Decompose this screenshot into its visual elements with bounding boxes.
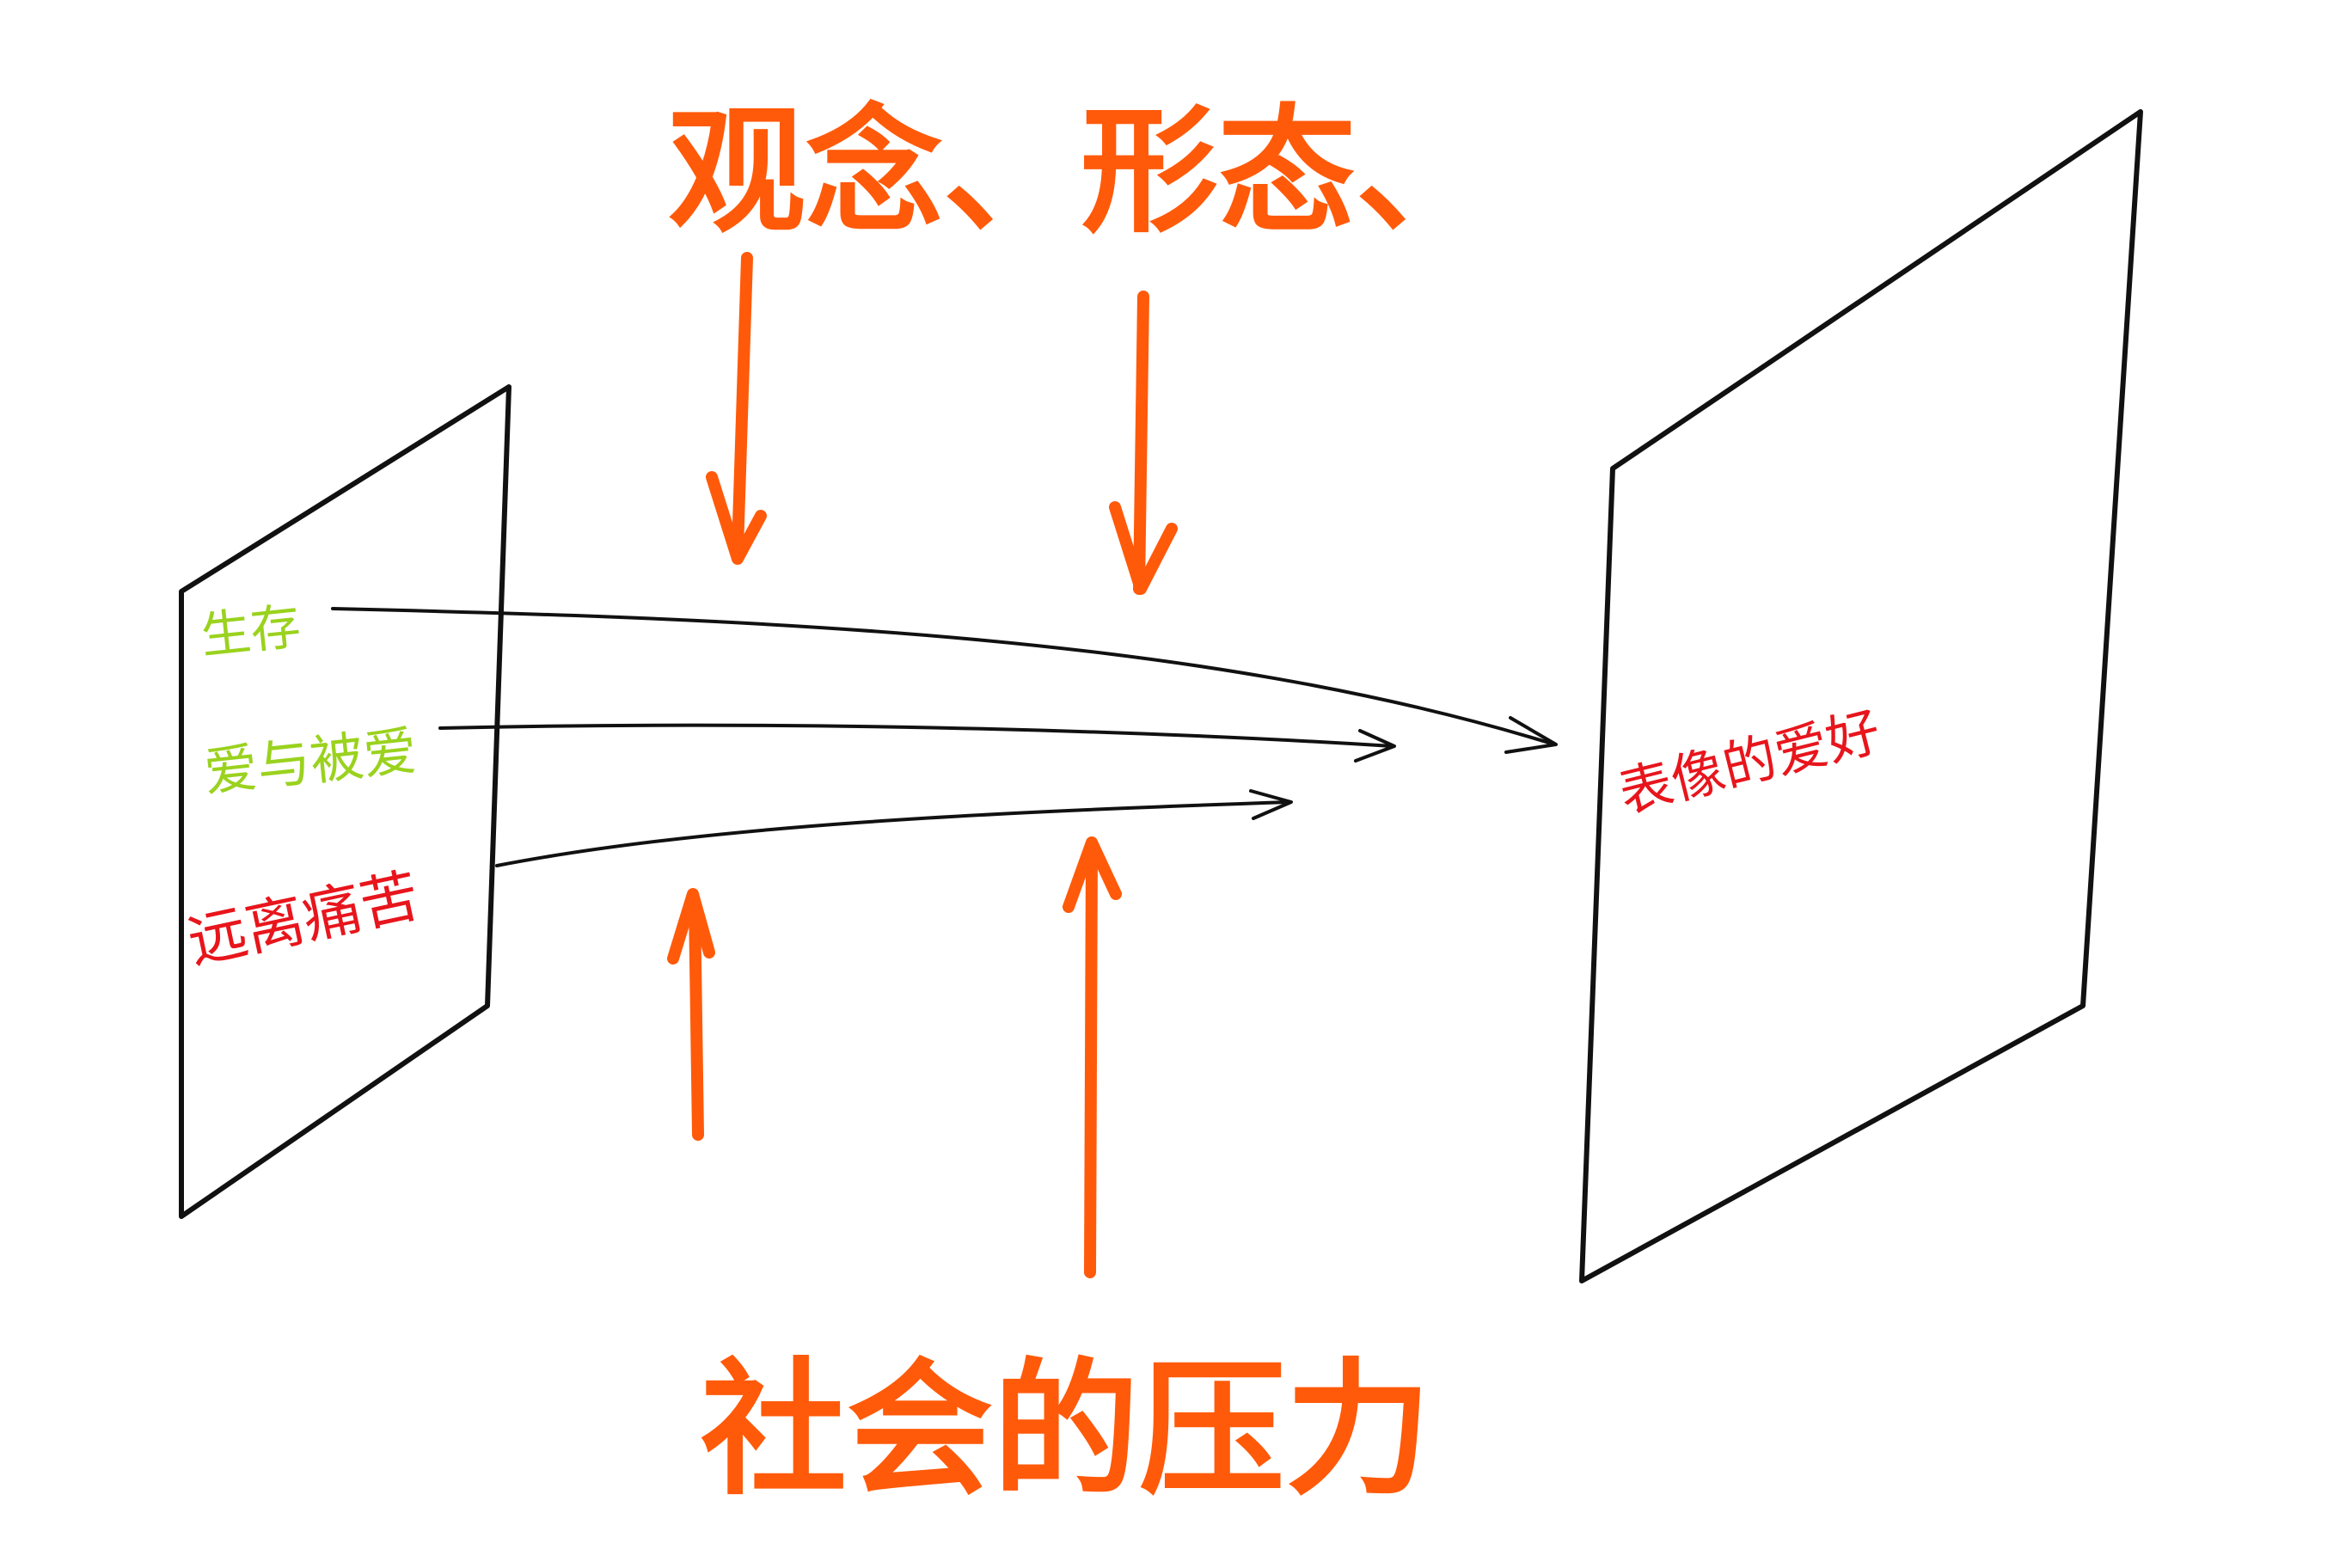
- up-arrow-right: [1084, 845, 1098, 1278]
- right-panel-frame: [1579, 109, 2143, 1283]
- arrow-survival-head: [1504, 716, 1558, 754]
- arrow-survival: [331, 607, 1553, 745]
- left-item-survival: 生存: [198, 597, 303, 665]
- up-arrow-left-head: [667, 888, 715, 965]
- left-item-pain: 远离痛苦: [182, 862, 425, 977]
- ideology-arrows: [706, 252, 1178, 595]
- up-arrow-left: [689, 897, 704, 1141]
- left-item-love: 爱与被爱: [201, 719, 420, 804]
- flow-arrows: [331, 607, 1558, 867]
- down-arrow-left-head: [706, 471, 767, 565]
- bottom-label: 社会的压力: [701, 1345, 1431, 1516]
- down-arrow-right: [1133, 291, 1149, 595]
- arrow-love: [438, 723, 1394, 748]
- left-panel-frame: [179, 384, 511, 1219]
- down-arrow-right-head: [1109, 501, 1178, 595]
- down-arrow-left: [732, 252, 753, 556]
- up-arrow-right-head: [1063, 836, 1122, 913]
- social-arrows: [667, 836, 1122, 1278]
- top-label: 观念、形态、: [668, 91, 1493, 252]
- arrow-love-head: [1354, 729, 1396, 763]
- right-item-hobby: 表像的爱好: [1613, 700, 1886, 825]
- arrow-pain: [495, 800, 1291, 867]
- arrow-pain-head: [1249, 789, 1293, 820]
